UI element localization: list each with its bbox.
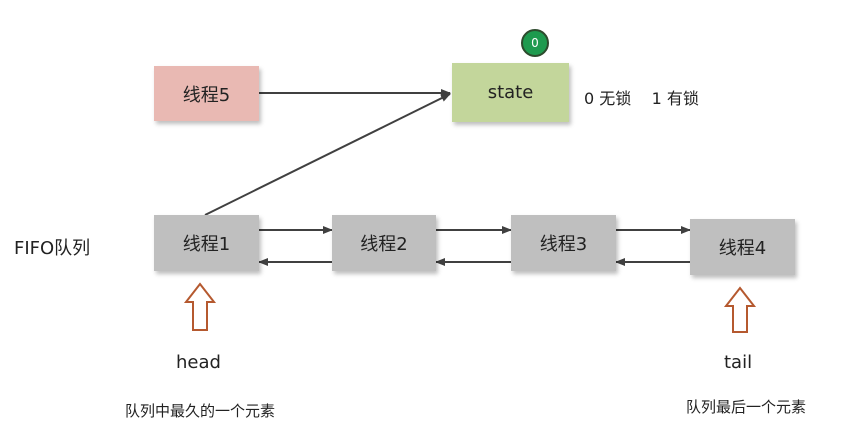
thread4-box: 线程4 (690, 219, 795, 275)
thread5-box: 线程5 (154, 66, 259, 121)
thread3-box: 线程3 (511, 215, 616, 271)
state-box: state (452, 63, 569, 122)
queue-label: FIFO队列 (14, 238, 91, 259)
tail-pointer-arrow (723, 286, 757, 333)
head-pointer-arrow (183, 282, 217, 331)
arrow-thread1-to-state (204, 93, 451, 216)
tail-label: tail (724, 352, 753, 373)
tail-description: 队列最后一个元素 (686, 398, 807, 416)
head-label: head (176, 352, 221, 373)
state-value-badge: 0 (521, 29, 549, 57)
thread2-box: 线程2 (332, 215, 436, 271)
lock-legend: 0 无锁 1 有锁 (584, 89, 699, 108)
head-description: 队列中最久的一个元素 (125, 402, 276, 420)
thread1-box: 线程1 (154, 215, 259, 271)
